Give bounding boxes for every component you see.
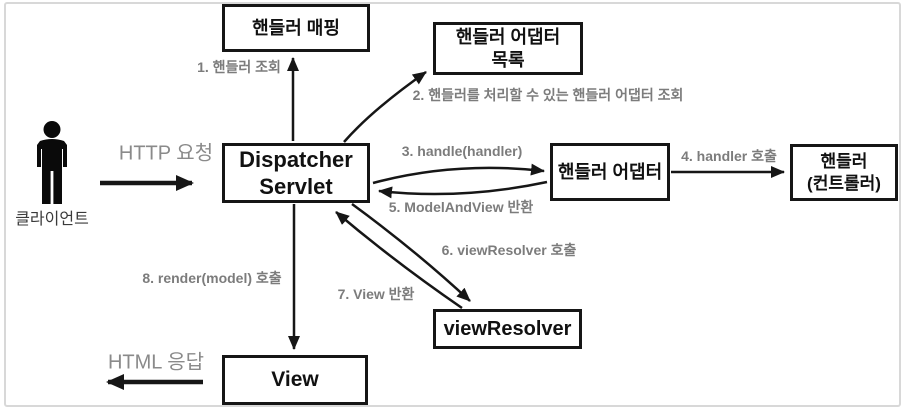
- box-handler-controller: 핸들러 (컨트롤러): [790, 144, 898, 201]
- client-person-icon: [37, 121, 67, 204]
- box-view: View: [222, 355, 368, 405]
- label-html-response: HTML 응답: [107, 351, 205, 374]
- box-dispatcher-servlet: Dispatcher Servlet: [222, 143, 370, 203]
- box-handler-adapter-list: 핸들러 어댑터 목록: [433, 22, 583, 75]
- box-handler-adapter: 핸들러 어댑터: [550, 143, 670, 201]
- label-step1: 1. 핸들러 조회: [197, 59, 281, 75]
- label-step4: 4. handler 호출: [681, 148, 777, 164]
- label-step5: 5. ModelAndView 반환: [388, 199, 534, 215]
- label-step2: 2. 핸들러를 처리할 수 있는 핸들러 어댑터 조회: [412, 87, 684, 103]
- client-label: 클라이언트: [15, 211, 89, 228]
- label-step6: 6. viewResolver 호출: [441, 242, 577, 258]
- label-http-request: HTTP 요청: [118, 142, 214, 165]
- box-handler-mapping: 핸들러 매핑: [222, 4, 370, 52]
- label-step8: 8. render(model) 호출: [142, 270, 282, 286]
- label-step3: 3. handle(handler): [401, 143, 523, 159]
- label-step7: 7. View 반환: [337, 286, 415, 302]
- box-view-resolver: viewResolver: [433, 309, 582, 349]
